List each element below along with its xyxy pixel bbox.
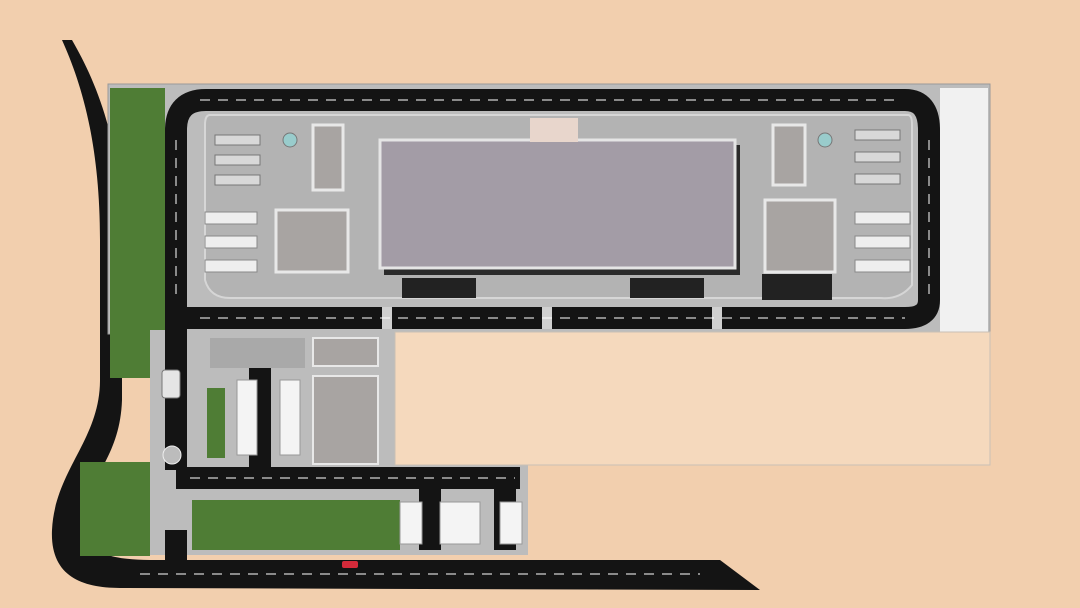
loading-dock-east <box>630 278 704 298</box>
main-building-roof <box>378 138 737 270</box>
lawn-south <box>192 500 400 550</box>
transformer-yard-west <box>214 132 298 186</box>
annex-north <box>311 123 345 192</box>
lower-building-north <box>312 337 379 367</box>
lawn-southwest <box>80 462 150 556</box>
guard-house-area <box>210 338 305 368</box>
road-markings <box>140 99 930 575</box>
lawn-west <box>110 88 165 378</box>
parking-canopies <box>236 379 523 545</box>
white-zone <box>940 88 988 332</box>
roundabout <box>162 445 182 465</box>
loading-dock-west <box>402 278 476 298</box>
gatehouse <box>161 369 181 399</box>
generators-west <box>204 211 258 273</box>
car <box>342 561 358 568</box>
reserved-land <box>394 331 991 466</box>
annex-northeast <box>771 123 807 187</box>
annex-west <box>274 208 350 274</box>
annex-east <box>763 198 837 274</box>
transformer-yard-east <box>817 129 901 185</box>
lower-building <box>312 375 379 465</box>
lawn-parking <box>207 388 225 458</box>
generators-east <box>854 211 911 273</box>
annex-east-dock <box>762 274 832 300</box>
roof-unit <box>530 118 578 142</box>
crosswalks <box>382 307 722 329</box>
